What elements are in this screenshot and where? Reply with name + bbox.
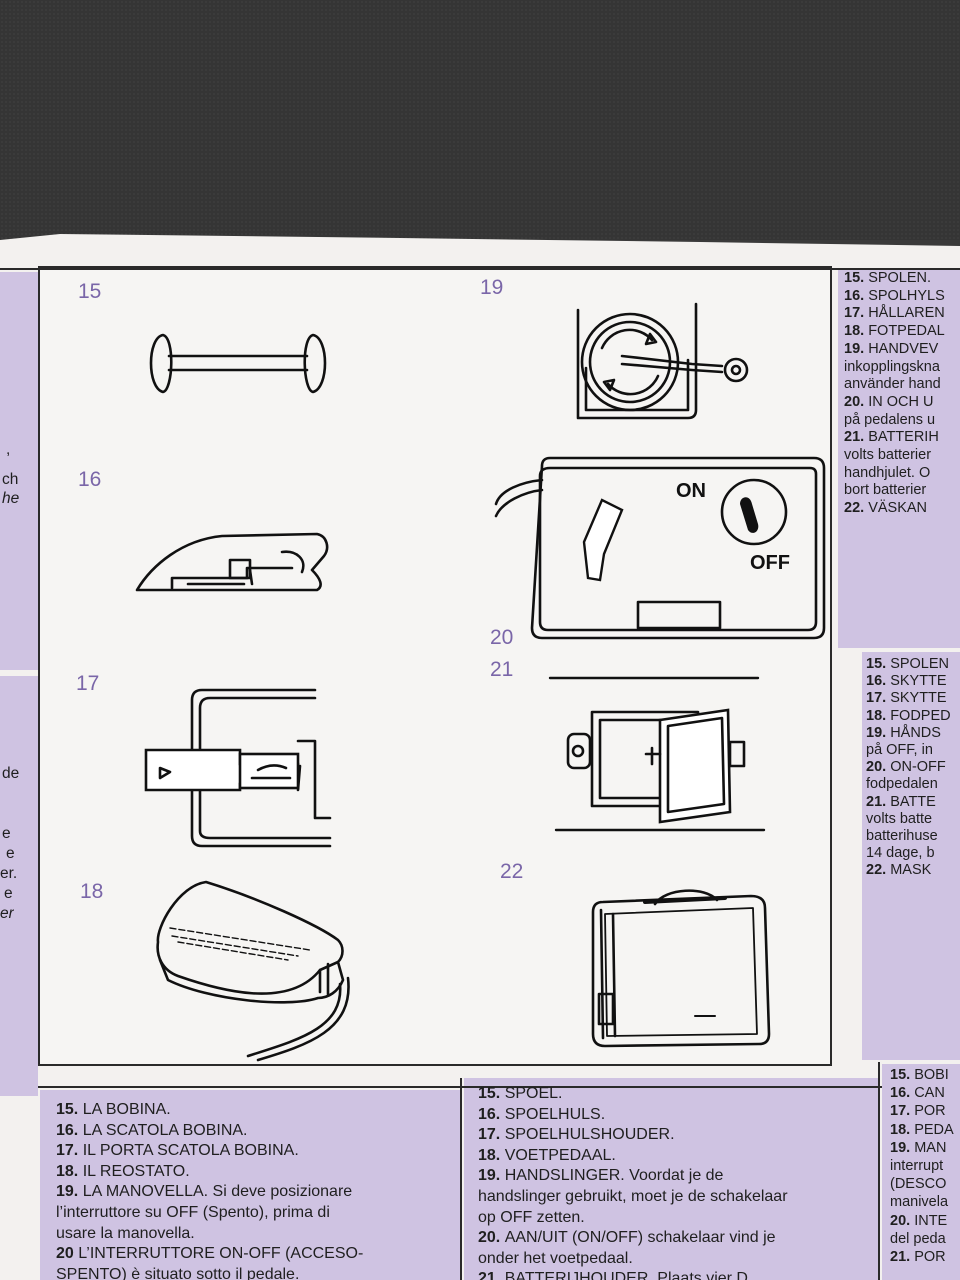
legend-line: batterihuse	[866, 828, 938, 845]
legend-line: 15. LA BOBINA.	[56, 1101, 171, 1118]
legend-line: 22. VÄSKAN	[844, 500, 928, 517]
legend-line: 17. HÅLLAREN	[844, 305, 945, 322]
legend-line: 14 dage, b	[866, 845, 935, 862]
italian-legend: 15. LA BOBINA. 16. LA SCATOLA BOBINA. 17. …	[56, 1100, 460, 1280]
legend-line: SPENTO) è situato sotto il pedale.	[56, 1265, 300, 1280]
on-off-switch-illustration	[494, 456, 826, 640]
legend-line: 18. VOETPEDAAL.	[478, 1146, 616, 1164]
table-surface	[0, 0, 960, 240]
column-divider-right	[878, 1062, 880, 1280]
on-label: ON	[676, 480, 706, 502]
legend-line: 19. HANDVEV	[844, 340, 939, 357]
right-panel-bottom	[882, 1064, 960, 1280]
legend-line: 15. SPOLEN.	[844, 270, 932, 286]
legend-line: 16. SKYTTE	[866, 673, 947, 690]
bottom-panel-italian	[40, 1090, 460, 1280]
legend-line: op OFF zetten.	[478, 1208, 585, 1226]
legend-line: handhjulet. O	[844, 464, 931, 481]
legend-line: 19. MAN	[890, 1139, 947, 1156]
figure-number-15: 15	[78, 280, 102, 303]
legend-line: 18. FOTPEDAL	[844, 323, 945, 340]
legend-line: 17. SPOELHULSHOUDER.	[478, 1126, 675, 1144]
legend-line: volts batterier	[844, 447, 932, 464]
foot-pedal-illustration	[156, 880, 350, 1062]
legend-line: 18. IL REOSTATO.	[56, 1162, 190, 1180]
legend-line: 21. BATTE	[866, 793, 936, 810]
legend-line: 19. LA MANOVELLA. Si deve posizionare	[56, 1183, 353, 1201]
figure-number-20: 20	[490, 626, 514, 649]
top-rule	[0, 268, 960, 270]
figure-number-18: 18	[80, 880, 104, 903]
figure-frame	[38, 266, 832, 1066]
legend-line: 20. IN OCH U	[844, 393, 934, 410]
legend-line: volts batte	[866, 810, 933, 827]
legend-line: 21. BATTERIH	[844, 429, 939, 446]
legend-line: 20 L’INTERRUTTORE ON-OFF (ACCESO-	[56, 1245, 364, 1263]
legend-line: l’interruttore su OFF (Spento), prima di	[56, 1203, 330, 1221]
legend-line: 19. HANDSLINGER. Voordat je de	[478, 1167, 724, 1185]
column-divider	[460, 1078, 462, 1280]
legend-line: 20. INTE	[890, 1212, 948, 1229]
carrying-case-illustration	[591, 889, 771, 1048]
legend-line: interrupt	[890, 1158, 944, 1175]
off-label: OFF	[750, 552, 790, 574]
legend-line: 17. POR	[890, 1103, 946, 1120]
legend-line: manivela	[890, 1194, 949, 1211]
figure-number-21: 21	[490, 658, 514, 681]
legend-line: på OFF, in	[866, 742, 933, 759]
bobbin-holder-illustration	[144, 688, 332, 848]
battery-holder-illustration	[548, 676, 766, 832]
legend-line: bort batterier	[844, 482, 927, 499]
left-fragments: , ch he de e e er. e er	[0, 441, 20, 920]
legend-line: på pedalens u	[844, 411, 936, 428]
dutch-legend: 15. SPOEL. 16. SPOELHULS. 17. SPOELHULSHOU…	[478, 1084, 878, 1280]
hand-crank-illustration	[576, 302, 749, 420]
left-panel-bottom	[0, 676, 38, 1096]
legend-line: 18. FODPED	[866, 707, 951, 724]
legend-line: 15. BOBI	[890, 1067, 949, 1083]
legend-line: 15. SPOLEN	[866, 656, 950, 672]
legend-line: 22. MASK	[866, 862, 932, 879]
legend-line: 20. AAN/UIT (ON/OFF) schakelaar vind je	[478, 1229, 776, 1247]
legend-line: usare la manovella.	[56, 1224, 195, 1242]
legend-line: 16. CAN	[890, 1085, 945, 1102]
legend-line: inkopplingsknа	[844, 358, 940, 375]
bobbin-case-illustration	[135, 532, 329, 592]
figure-number-17: 17	[76, 672, 100, 695]
legend-line: fodpedalen	[866, 776, 938, 793]
legend-line: 16. SPOELHULS.	[478, 1105, 606, 1123]
legend-line: 18. PEDA	[890, 1121, 954, 1138]
legend-line: 19. HÅNDS	[866, 724, 941, 741]
figure-number-16: 16	[78, 468, 102, 491]
figure-number-19: 19	[480, 276, 504, 299]
left-panel-top	[0, 272, 38, 670]
legend-line: 15. SPOEL.	[478, 1085, 563, 1102]
figure-number-22: 22	[500, 860, 524, 883]
legend-line: 16. LA SCATOLA BOBINA.	[56, 1121, 248, 1139]
legend-line: 16. SPOLHYLS	[844, 287, 945, 304]
legend-line: del peda	[890, 1230, 946, 1247]
legend-line: 17. SKYTTE	[866, 690, 947, 707]
right-panel-top	[838, 268, 960, 648]
bottom-panel-dutch	[464, 1078, 878, 1280]
legend-line: (DESCO	[890, 1176, 947, 1193]
legend-line: 17. IL PORTA SCATOLA BOBINA.	[56, 1142, 299, 1160]
legend-line: onder het voetpedaal.	[478, 1249, 633, 1267]
legend-line: 21. BATTERIJHOUDER. Plaats vier D	[478, 1270, 748, 1280]
right-panel-mid	[862, 652, 960, 1060]
legend-line: 21. POR	[890, 1249, 946, 1266]
legend-line: använder hand	[844, 376, 941, 393]
legend-line: handslinger gebruikt, moet je de schakel…	[478, 1187, 788, 1205]
legend-line: 20. ON-OFF	[866, 759, 946, 776]
bobbin-illustration	[149, 333, 327, 394]
